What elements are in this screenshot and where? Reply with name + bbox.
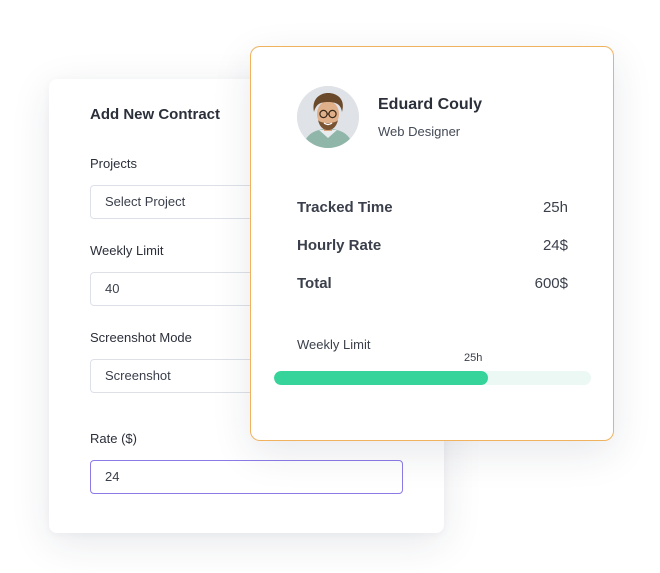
weekly-limit-marker: 25h — [464, 352, 483, 364]
tracked-time-label: Tracked Time — [297, 199, 393, 216]
tracked-time-value: 25h — [542, 199, 568, 216]
profile-role: Web Designer — [378, 124, 461, 139]
hourly-rate-value: 24$ — [542, 237, 568, 254]
rate-label: Rate ($) — [90, 431, 137, 446]
total-label: Total — [297, 275, 332, 292]
total-value: 600$ — [534, 275, 568, 292]
hourly-rate-label: Hourly Rate — [297, 237, 382, 254]
weekly-limit-progress-fill — [274, 371, 488, 385]
person-avatar-icon — [297, 86, 359, 148]
rate-input[interactable]: 24 — [90, 460, 403, 494]
screenshot-mode-label: Screenshot Mode — [90, 330, 192, 345]
profile-name: Eduard Couly — [378, 96, 483, 113]
weekly-limit-progress-label: Weekly Limit — [297, 337, 371, 352]
projects-label: Projects — [90, 156, 137, 171]
weekly-limit-label: Weekly Limit — [90, 243, 164, 258]
contract-form-title: Add New Contract — [90, 106, 221, 123]
weekly-limit-progress-track — [274, 371, 591, 385]
profile-summary-card: Eduard Couly Web Designer Tracked Time 2… — [250, 46, 614, 441]
